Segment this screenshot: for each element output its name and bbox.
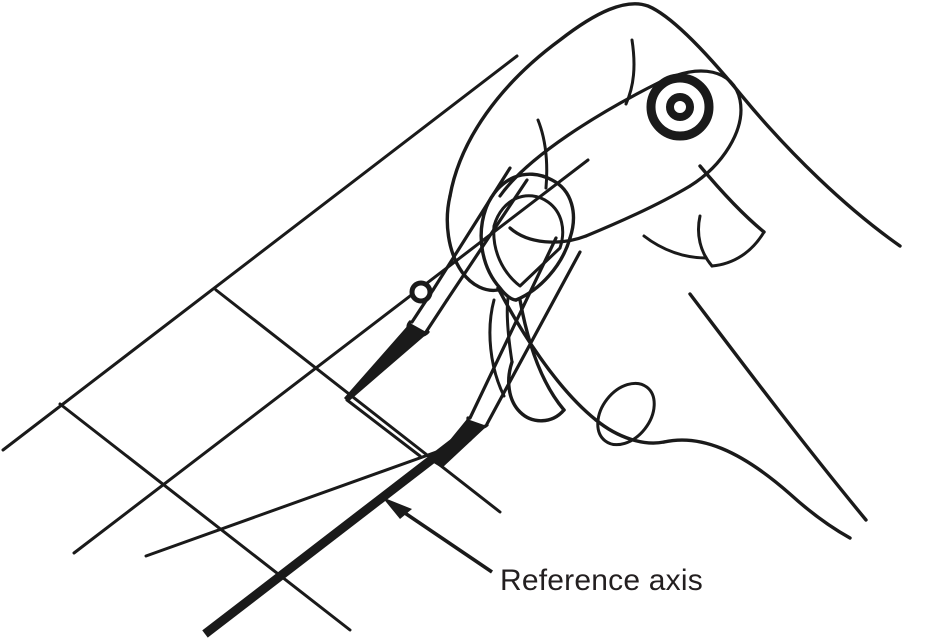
- thumb-side-outline: [514, 236, 572, 302]
- grid-line-cross-left: [58, 402, 352, 632]
- grid-line-cross-short: [345, 398, 422, 458]
- middle-finger-tip-outline: [594, 418, 666, 445]
- compass-pivot-ring-icon: [646, 73, 714, 141]
- thumb-left-outline: [479, 206, 518, 302]
- grid-line-cross-middle: [214, 288, 502, 514]
- reference-axis-callout: Reference axis: [382, 497, 703, 597]
- leader-line: [394, 505, 494, 574]
- grid-line-middle-upper: [72, 158, 590, 555]
- drawing-surface-grid: [1, 54, 590, 638]
- compass-left-barrel-right: [424, 298, 449, 334]
- palm-edge-line: [488, 298, 506, 398]
- compass-pivot-inner-ring-icon: [666, 93, 694, 121]
- compass-right-leg-outer: [468, 236, 558, 420]
- index-finger-top-outline: [448, 2, 902, 248]
- compass-head-body-upper: [498, 69, 743, 198]
- ring-finger-outline: [518, 298, 566, 412]
- compass-adjustment-ring-icon: [409, 280, 433, 304]
- thumb-top-outline: [484, 172, 576, 240]
- leader-arrow-icon: [382, 497, 412, 519]
- compass-left-point: [344, 323, 428, 402]
- hand: [445, 2, 902, 540]
- reference-axis-line: [202, 426, 473, 638]
- hand-knuckle-inner: [697, 214, 714, 268]
- hand-knuckle-curve: [710, 230, 766, 268]
- compass-right-point: [432, 419, 487, 468]
- index-finger-crease-upper: [536, 118, 549, 190]
- hand-knuckle-line: [698, 164, 766, 234]
- grid-line-top-edge: [1, 54, 519, 452]
- fingernail: [596, 381, 656, 447]
- ring-finger-tip: [507, 360, 566, 423]
- index-finger-left-outline: [445, 194, 500, 293]
- thumbnail: [492, 194, 565, 288]
- reference-axis-label: Reference axis: [500, 564, 703, 597]
- lower-hand-outline: [662, 438, 852, 540]
- hand-finger-fold: [642, 234, 708, 260]
- hand-wrist-outline: [688, 292, 868, 522]
- index-finger-crease-lower: [624, 38, 636, 106]
- ring-finger-inner: [505, 296, 514, 364]
- compass-head-body-lower: [584, 184, 692, 238]
- grid-line-middle-lower: [144, 438, 472, 558]
- compass-head-body-edge: [508, 226, 588, 244]
